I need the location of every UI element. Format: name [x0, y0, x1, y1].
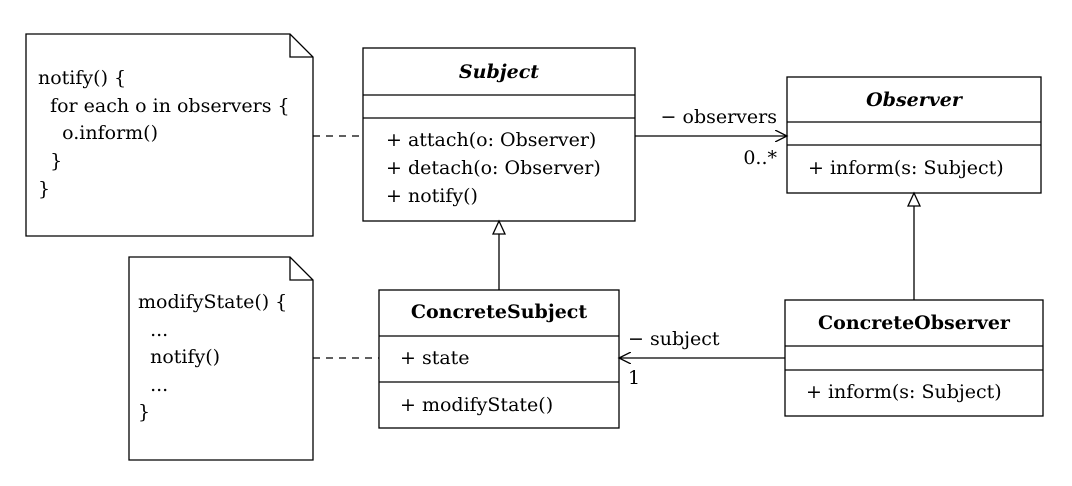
class-subject: Subject + attach(o: Observer) + detach(o…	[362, 47, 636, 222]
association-observers-multiplicity: 0..*	[743, 147, 777, 169]
note-notify-line: for each o in observers {	[38, 95, 290, 117]
note-notify-line: o.inform()	[38, 122, 158, 144]
class-concrete-subject: ConcreteSubject + state + modifyState()	[378, 289, 620, 429]
class-concrete-observer-operation: + inform(s: Subject)	[806, 381, 1002, 403]
note-modify-line: }	[138, 401, 150, 423]
generalization-concrete-subject	[491, 219, 507, 290]
note-notify-line: notify() {	[38, 67, 126, 89]
class-subject-operation: + attach(o: Observer)	[386, 129, 596, 151]
note-modify-line: ...	[138, 374, 168, 396]
class-concrete-subject-operation: + modifyState()	[400, 394, 553, 416]
note-modify-line: notify()	[138, 346, 220, 368]
class-concrete-observer-name: ConcreteObserver	[818, 312, 1011, 334]
class-subject-operation: + notify()	[386, 185, 478, 207]
class-concrete-observer: ConcreteObserver + inform(s: Subject)	[784, 299, 1044, 417]
class-concrete-subject-name: ConcreteSubject	[411, 301, 587, 323]
class-observer-name: Observer	[866, 89, 964, 111]
note-notify-line: }	[38, 150, 62, 172]
note-notify: notify() { for each o in observers { o.i…	[25, 33, 314, 237]
note-modify-state: modifyState() { ... notify() ... }	[128, 256, 314, 461]
class-concrete-subject-attribute: + state	[400, 347, 470, 369]
class-observer-operation: + inform(s: Subject)	[808, 157, 1004, 179]
class-observer: Observer + inform(s: Subject)	[786, 76, 1042, 194]
note-notify-line: }	[38, 178, 50, 200]
note-modify-line: ...	[138, 319, 168, 341]
association-observers-role: − observers	[661, 106, 777, 128]
class-subject-operation: + detach(o: Observer)	[386, 157, 601, 179]
association-subject-role: − subject	[628, 328, 720, 350]
generalization-concrete-observer	[906, 191, 922, 300]
association-subject-multiplicity: 1	[628, 367, 640, 389]
note-modify-line: modifyState() {	[138, 291, 287, 313]
class-subject-name: Subject	[459, 61, 539, 83]
